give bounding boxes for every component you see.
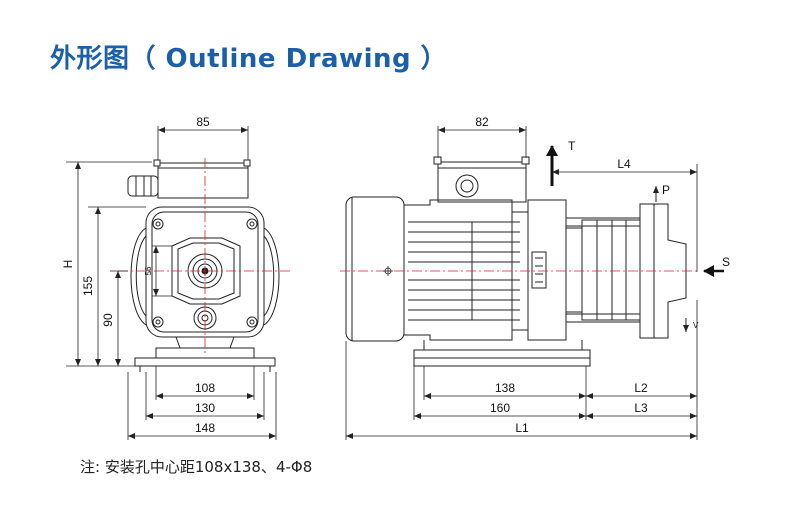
dim-front-base-148: 148 (195, 421, 215, 435)
pump-stages (581, 219, 641, 321)
front-centerlines (118, 158, 290, 356)
pump-head (171, 237, 241, 305)
bracket (527, 199, 567, 341)
dim-front-height-155: 155 (81, 276, 95, 296)
dim-side-base-138: 138 (495, 381, 515, 395)
dim-side-top-width: 82 (475, 115, 489, 129)
dim-front-height-90: 90 (101, 313, 115, 327)
side-view (345, 156, 687, 367)
dim-side-l4: L4 (617, 157, 631, 171)
dim-side-base-160: 160 (490, 401, 510, 415)
front-base (134, 357, 276, 367)
page-title: 外形图（ Outline Drawing ） (50, 44, 448, 74)
side-cable-gland (455, 174, 479, 198)
port-arrows (546, 145, 724, 332)
dim-side-l2: L2 (634, 381, 648, 395)
side-dimensions (345, 126, 698, 440)
port-t-label: T (568, 139, 576, 153)
dim-side-l1: L1 (515, 421, 529, 435)
front-dimensions (66, 126, 277, 440)
dim-front-base-108: 108 (195, 381, 215, 395)
side-terminal-box (437, 161, 527, 203)
dim-front-base-130: 130 (195, 401, 215, 415)
dim-side-l3: L3 (634, 401, 648, 415)
dim-front-height-h: H (61, 260, 75, 269)
dim-front-top-width: 85 (196, 115, 210, 129)
dim-front-inner-56: 56 (144, 266, 153, 275)
port-v-label: V (693, 321, 699, 330)
port-p-label: P (662, 183, 670, 197)
front-view (127, 159, 280, 372)
fan-cover (345, 196, 405, 342)
motor-body (403, 199, 513, 341)
cable-gland (127, 175, 159, 197)
side-pump-head (639, 203, 687, 339)
port-s-label: S (722, 255, 730, 269)
mounting-note: 注: 安装孔中心距108x138、4-Φ8 (80, 458, 313, 476)
